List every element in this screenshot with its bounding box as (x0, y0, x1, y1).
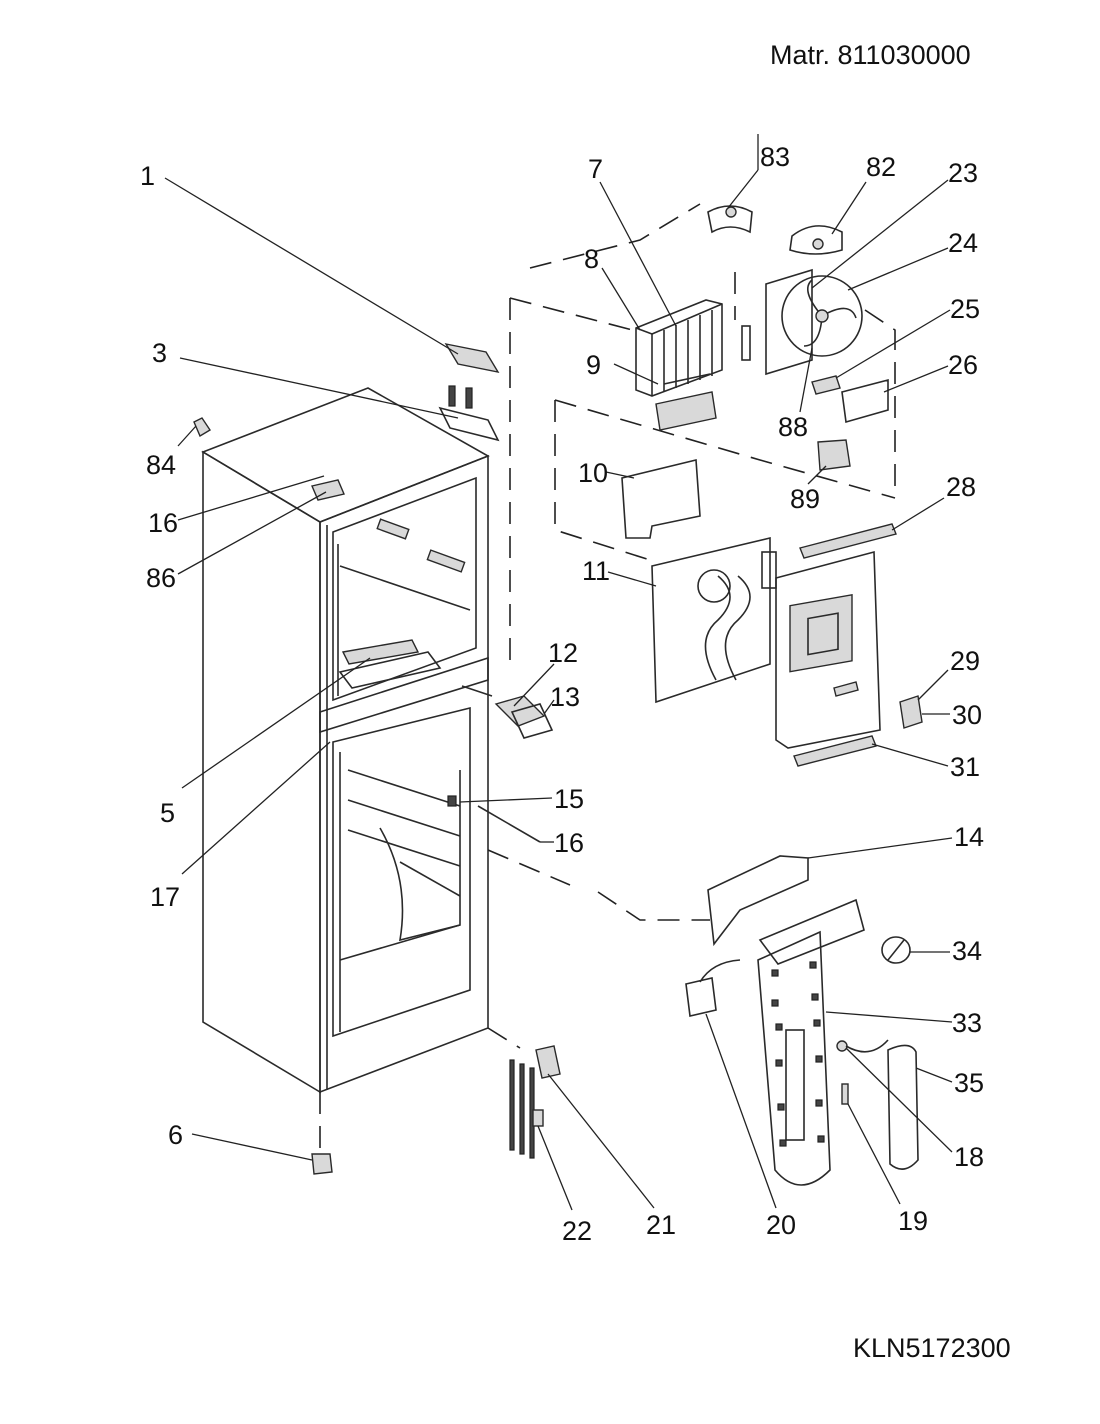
small-electrical-parts (621, 375, 889, 539)
callout-13: 13 (550, 682, 580, 712)
mid-shelf-parts (447, 685, 554, 843)
callout-33: 33 (952, 1008, 982, 1038)
dashed-guide-lines (319, 203, 896, 1150)
callout-82: 82 (866, 152, 896, 182)
callout-5: 5 (160, 798, 175, 828)
callout-18: 18 (954, 1142, 984, 1172)
callout-20: 20 (766, 1210, 796, 1240)
vent-holes (771, 961, 825, 1147)
callout-89: 89 (790, 484, 820, 514)
callout-24: 24 (948, 228, 978, 258)
evaporator-cover (651, 536, 777, 704)
callout-25: 25 (950, 294, 980, 324)
fridge-cabinet (201, 387, 490, 1094)
callout-28: 28 (946, 472, 976, 502)
callout-1: 1 (140, 161, 155, 191)
callout-16-top: 16 (148, 508, 178, 538)
callout-6: 6 (168, 1120, 183, 1150)
callout-9: 9 (586, 350, 601, 380)
callout-14: 14 (954, 822, 984, 852)
callout-35: 35 (954, 1068, 984, 1098)
leader-lines (164, 134, 953, 1211)
callout-22: 22 (562, 1216, 592, 1246)
freezer-back-panel (775, 523, 923, 767)
callout-23: 23 (948, 158, 978, 188)
callout-29: 29 (950, 646, 980, 676)
callout-12: 12 (548, 638, 578, 668)
callout-15: 15 (554, 784, 584, 814)
callout-10: 10 (578, 458, 608, 488)
evaporator (635, 299, 723, 431)
callout-86: 86 (146, 563, 176, 593)
material-number: Matr. 811030000 (770, 40, 971, 70)
callout-19: 19 (898, 1206, 928, 1236)
callout-31: 31 (950, 752, 980, 782)
fan-assembly (707, 205, 863, 376)
callout-26: 26 (948, 350, 978, 380)
callout-3: 3 (152, 338, 167, 368)
callout-34: 34 (952, 936, 982, 966)
callout-11: 11 (582, 556, 610, 586)
callout-88: 88 (778, 412, 808, 442)
other-lower-parts (311, 936, 919, 1175)
callout-30: 30 (952, 700, 982, 730)
callout-16-mid: 16 (554, 828, 584, 858)
top-hinge-assembly (193, 343, 500, 442)
thermostat-housing (707, 855, 865, 1186)
callout-84: 84 (146, 450, 176, 480)
callout-17: 17 (150, 882, 180, 912)
callout-7: 7 (588, 154, 603, 184)
callout-21: 21 (646, 1210, 676, 1240)
callout-labels: 1 3 84 16 86 5 17 6 7 8 9 10 11 83 82 23… (140, 142, 984, 1246)
callout-8: 8 (584, 244, 599, 274)
drawing-code: KLN5172300 (853, 1333, 1011, 1363)
callout-83: 83 (760, 142, 790, 172)
